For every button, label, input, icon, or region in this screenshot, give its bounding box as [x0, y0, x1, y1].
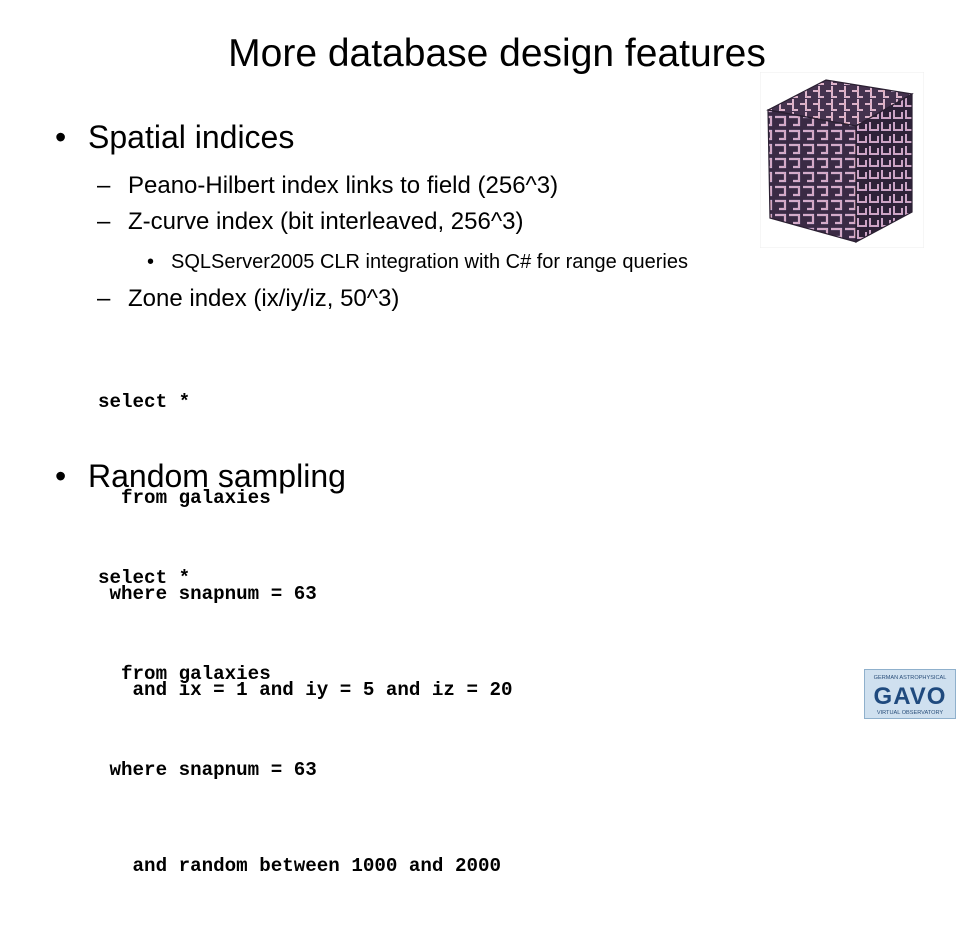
svg-text:GERMAN ASTROPHYSICAL: GERMAN ASTROPHYSICAL — [874, 675, 947, 681]
slide-title: More database design features — [228, 32, 766, 75]
space-filling-curve-image — [760, 72, 924, 248]
sub-sub-bullet-text: SQLServer2005 CLR integration with C# fo… — [171, 251, 688, 273]
dash-icon: – — [97, 285, 111, 312]
code-line: where snapnum = 63 — [98, 583, 317, 605]
slide: More database design features • Spatial … — [55, 32, 956, 877]
code-line: from galaxies — [98, 663, 271, 685]
code-block-random: select * from galaxies where snapnum = 6… — [98, 498, 501, 946]
gavo-logo: GERMAN ASTROPHYSICAL GAVO VIRTUAL OBSERV… — [864, 669, 956, 719]
code-line: where snapnum = 63 — [98, 759, 317, 781]
code-line: select * — [98, 391, 191, 413]
code-line: and random between 1000 and 2000 — [98, 855, 502, 877]
code-line: from galaxies — [98, 487, 271, 509]
sub-bullet-text: Peano-Hilbert index links to field (256^… — [128, 172, 559, 199]
dash-icon: – — [97, 172, 111, 199]
sub-bullet-text: Z-curve index (bit interleaved, 256^3) — [128, 208, 524, 235]
dash-icon: – — [97, 208, 111, 235]
sub-bullet-text: Zone index (ix/iy/iz, 50^3) — [128, 285, 400, 312]
bullet-icon: • — [55, 119, 67, 155]
bullet-text: Spatial indices — [88, 119, 295, 155]
svg-text:GAVO: GAVO — [874, 683, 947, 710]
code-line: select * — [98, 567, 191, 589]
bullet-icon: • — [147, 251, 155, 273]
code-block-spatial: select * from galaxies where snapnum = 6… — [98, 322, 513, 770]
bullet-icon: • — [55, 458, 67, 494]
svg-text:VIRTUAL OBSERVATORY: VIRTUAL OBSERVATORY — [877, 710, 944, 716]
code-line: and ix = 1 and iy = 5 and iz = 20 — [98, 679, 513, 701]
bullet-text: Random sampling — [88, 458, 346, 494]
